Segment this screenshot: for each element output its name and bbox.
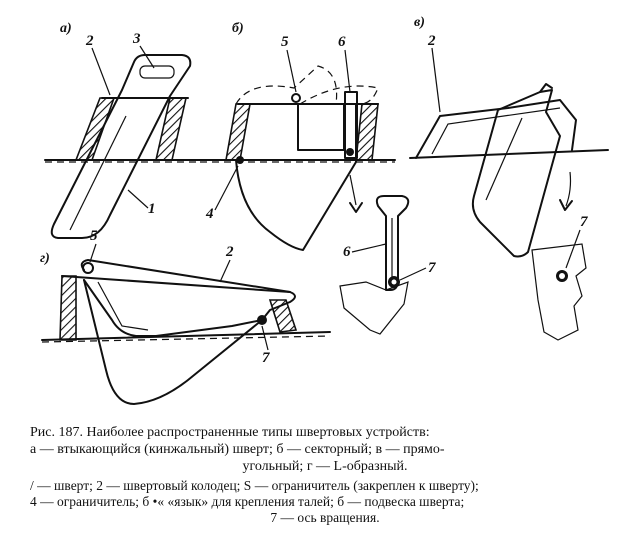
diagram-b-sector-board: б) 5 6 4 xyxy=(199,21,396,251)
caption-line-1: Рис. 187. Наиболее распространенные типы… xyxy=(30,425,430,440)
trunk-wall-left-g xyxy=(59,275,77,341)
label-g7: 7 xyxy=(262,350,270,366)
diagram-v-rectangular-board: в) 2 7 xyxy=(409,15,609,341)
trunk-wall-right-b xyxy=(355,103,379,161)
trunk-top-g xyxy=(61,275,291,293)
label-b4: 4 xyxy=(205,206,214,222)
section-label-b: б) xyxy=(232,21,244,36)
trunk-wall-left-a xyxy=(74,97,116,161)
section-label-g: г) xyxy=(40,251,50,266)
trunk-wall-right-a xyxy=(154,97,188,161)
label-g5: 5 xyxy=(90,228,98,244)
label-d6: 6 xyxy=(343,244,351,260)
label-v7: 7 xyxy=(580,214,588,230)
label-a1: 1 xyxy=(148,201,156,217)
section-label-a: а) xyxy=(60,21,72,36)
label-b6: 6 xyxy=(338,34,346,50)
stopper-3-a xyxy=(139,65,175,79)
l-board-lower-g xyxy=(83,279,263,405)
caption-line-3: угольный; г — L-образный. xyxy=(242,459,408,474)
trunk-wall-left-b xyxy=(225,103,251,161)
figure-legend: / — шверт; 2 — швертовый колодец; S — ог… xyxy=(30,478,620,526)
legend-line-2: 4 — ограничитель; б •« «язык» для крепле… xyxy=(30,494,465,509)
section-label-v: в) xyxy=(414,15,425,30)
label-d7: 7 xyxy=(428,260,436,276)
shvert-diagram: а) 2 3 1 б) xyxy=(40,15,609,405)
hull-line-g xyxy=(41,331,331,341)
caption-line-2: а — втыкающийся (кинжальный) шверт; б — … xyxy=(30,442,445,457)
legend-line-3: 7 — ось вращения. xyxy=(270,510,380,525)
detail-hanger: 6 7 xyxy=(339,195,436,335)
hanger-bar-detail xyxy=(375,195,410,291)
pivot-detail-v xyxy=(531,243,587,341)
diagram-g-l-shaped-board: г) 5 2 7 xyxy=(40,228,331,405)
label-g2: 2 xyxy=(225,244,234,260)
board-fragment-detail xyxy=(339,281,409,335)
hull-line-v xyxy=(409,149,609,159)
trunk-v xyxy=(415,99,577,159)
l-board-upper-g xyxy=(80,259,296,337)
label-a3: 3 xyxy=(132,31,141,47)
label-b5: 5 xyxy=(281,34,289,50)
hanger-6-b xyxy=(344,91,358,159)
sector-board-b xyxy=(235,103,357,251)
label-a2: 2 xyxy=(85,33,94,49)
dagger-board-a xyxy=(50,54,192,239)
figure-caption: Рис. 187. Наиболее распространенные типы… xyxy=(30,424,620,475)
legend-line-1: / — шверт; 2 — швертовый колодец; S — ог… xyxy=(30,478,479,493)
diagram-a-dagger-board: а) 2 3 1 xyxy=(44,21,201,239)
rectangular-board-v xyxy=(471,89,561,258)
label-v2: 2 xyxy=(427,33,436,49)
